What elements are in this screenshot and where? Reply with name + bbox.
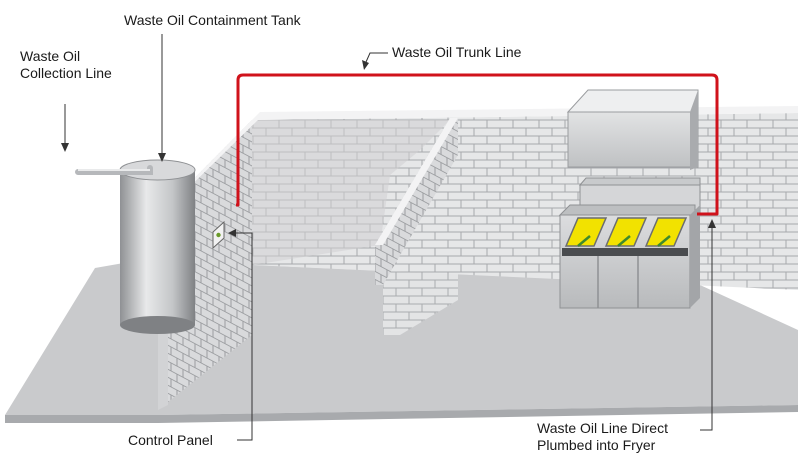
divider-wall-top [375, 118, 458, 245]
control-panel-arrow-icon [228, 229, 236, 237]
fryer-line-arrow-icon [708, 219, 716, 228]
collection-line-arrow-icon [61, 143, 69, 152]
label-trunk-line: Waste Oil Trunk Line [392, 44, 522, 60]
trunk-line-leader [365, 52, 388, 63]
divider-wall [383, 155, 458, 335]
label-collection-line-2: Collection Line [20, 65, 112, 81]
label-fryer-line-2: Plumbed into Fryer [537, 437, 656, 453]
label-control-panel: Control Panel [128, 432, 213, 448]
label-collection-line: Waste Oil Collection Line [20, 48, 112, 82]
leader-lines [64, 34, 713, 441]
floor-edge [5, 405, 798, 423]
fryer-bank [558, 177, 701, 309]
containment-tank [119, 159, 196, 334]
label-fryer-line: Waste Oil Line Direct Plumbed into Fryer [537, 420, 668, 454]
trunk-line-arrow-icon [362, 60, 369, 70]
fryer-line-leader [700, 226, 713, 431]
fryer-vat-left [564, 217, 608, 247]
label-containment-tank: Waste Oil Containment Tank [124, 12, 301, 28]
fryer-vat-middle [604, 217, 648, 247]
divider-shadow [252, 120, 450, 265]
leader-arrows [61, 60, 716, 237]
label-collection-line-1: Waste Oil [20, 48, 81, 64]
containment-tank-arrow-icon [158, 153, 166, 162]
divider-wall-face [375, 118, 458, 285]
fryer-vat-right [644, 217, 688, 247]
control-panel-leader [236, 232, 253, 441]
control-panel-indicator [216, 232, 221, 238]
exhaust-hood [566, 89, 699, 170]
trunk-line [236, 73, 719, 216]
label-fryer-line-1: Waste Oil Line Direct [537, 420, 668, 436]
